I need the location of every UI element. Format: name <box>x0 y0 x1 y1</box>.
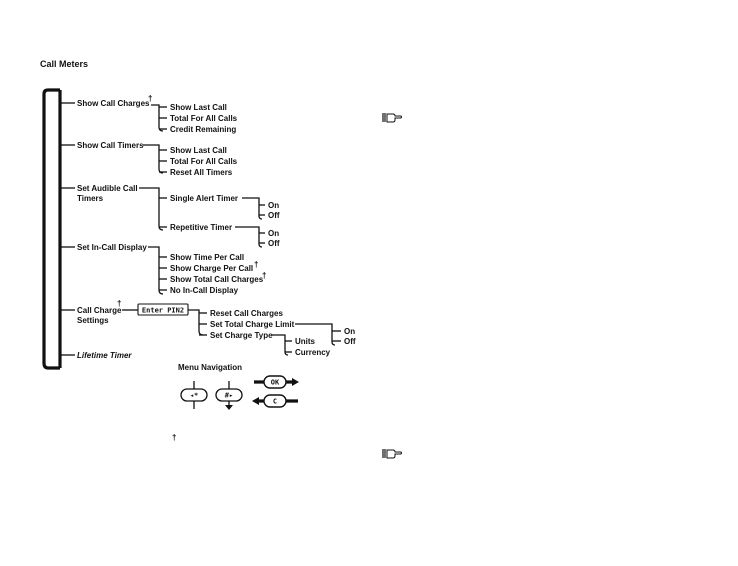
menu-item-call-charge-settings: Call Charge <box>77 306 122 315</box>
choice-single-alert-on: On <box>268 201 279 210</box>
pointing-hand-book-icon <box>382 113 402 123</box>
menu-item-set-in-call-display: Set In-Call Display <box>77 243 147 252</box>
submenu-show-time-per-call: Show Time Per Call <box>170 253 244 262</box>
pin2-prompt-label: Enter PIN2 <box>142 307 184 315</box>
navigation-legend-title: Menu Navigation <box>178 363 242 372</box>
scroll-left-key-icon: ◂* <box>180 381 208 409</box>
submenu-show-last-call-timer: Show Last Call <box>170 146 227 155</box>
scroll-right-key-icon: #▸ <box>215 381 243 410</box>
submenu-reset-all-timers: Reset All Timers <box>170 168 233 177</box>
dagger-marker: † <box>148 94 152 103</box>
choice-charge-type-units: Units <box>295 337 316 346</box>
submenu-show-last-call: Show Last Call <box>170 103 227 112</box>
menu-item-show-call-charges: Show Call Charges <box>77 99 150 108</box>
choice-charge-limit-on: On <box>344 327 355 336</box>
submenu-total-for-all-calls: Total For All Calls <box>170 114 238 123</box>
pointing-hand-book-icon <box>382 449 402 459</box>
choice-single-alert-off: Off <box>268 211 280 220</box>
choice-charge-limit-off: Off <box>344 337 356 346</box>
menu-item-set-audible-call-timers-line2: Timers <box>77 194 104 203</box>
submenu-no-in-call-display: No In-Call Display <box>170 286 239 295</box>
submenu-show-charge-per-call: Show Charge Per Call <box>170 264 253 273</box>
ok-key-select-arrow-icon: OK <box>254 375 299 389</box>
choice-charge-type-currency: Currency <box>295 348 331 357</box>
c-key-label: C <box>273 398 277 406</box>
submenu-show-total-call-charges: Show Total Call Charges <box>170 275 264 284</box>
submenu-single-alert-timer: Single Alert Timer <box>170 194 238 203</box>
dagger-marker: † <box>117 299 121 308</box>
dagger-marker: † <box>254 260 258 269</box>
menu-item-show-call-timers: Show Call Timers <box>77 141 144 150</box>
choice-repetitive-on: On <box>268 229 279 238</box>
submenu-reset-call-charges: Reset Call Charges <box>210 309 283 318</box>
menu-item-lifetime-timer: Lifetime Timer <box>77 351 132 360</box>
ok-key-label: OK <box>271 379 280 387</box>
submenu-set-total-charge-limit: Set Total Charge Limit <box>210 320 295 329</box>
main-menu-bracket <box>42 88 60 370</box>
footnote-dagger: † <box>172 433 176 442</box>
scroll-right-key-label: #▸ <box>225 392 233 400</box>
dagger-marker: † <box>262 271 266 280</box>
page-title: Call Meters <box>40 59 88 69</box>
menu-item-call-charge-settings-line2: Settings <box>77 316 109 325</box>
c-key-back-arrow-icon: C <box>252 394 298 408</box>
submenu-repetitive-timer: Repetitive Timer <box>170 223 232 232</box>
submenu-total-for-all-calls-timer: Total For All Calls <box>170 157 238 166</box>
submenu-credit-remaining: Credit Remaining <box>170 125 236 134</box>
choice-repetitive-off: Off <box>268 239 280 248</box>
scroll-left-key-label: ◂* <box>190 392 198 400</box>
menu-item-set-audible-call-timers: Set Audible Call <box>77 184 138 193</box>
submenu-set-charge-type: Set Charge Type <box>210 331 273 340</box>
